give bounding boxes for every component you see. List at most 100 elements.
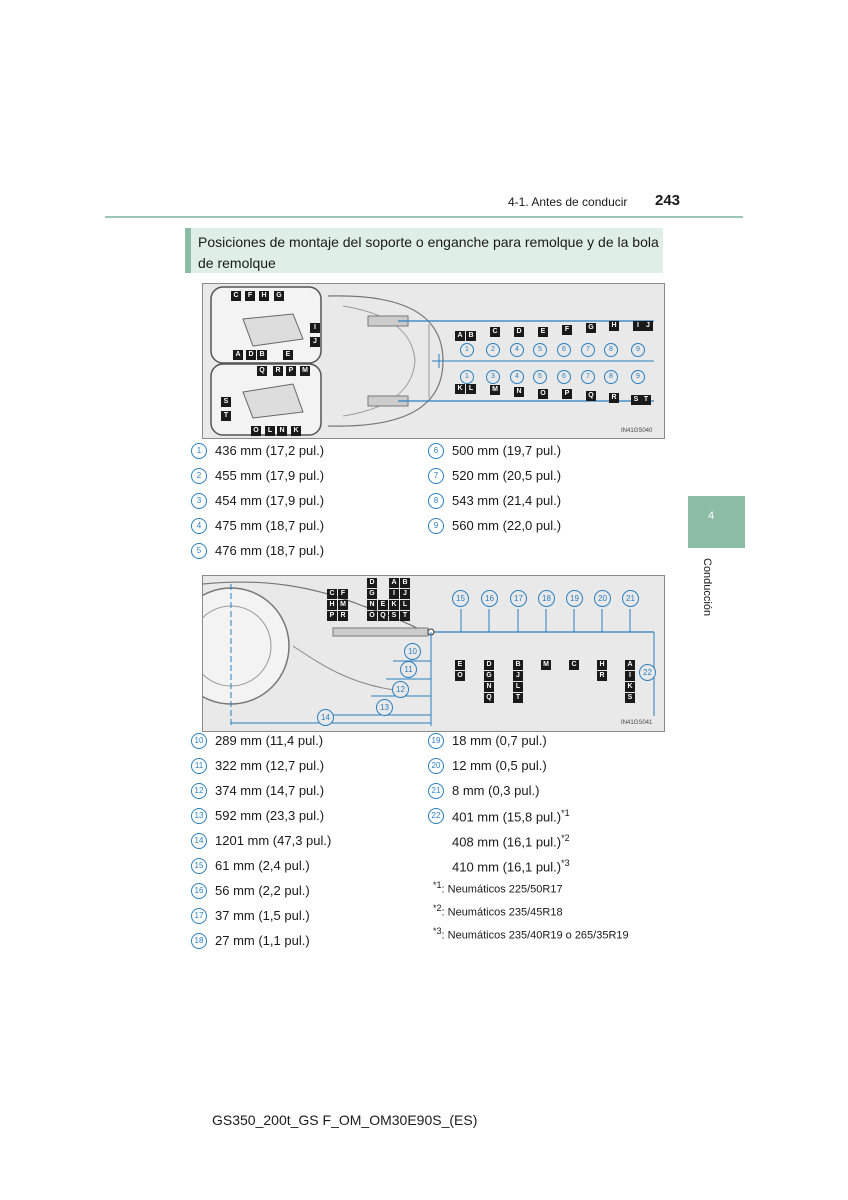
item-number-icon: 9 [428,518,444,534]
dimension-number: 5 [533,343,547,357]
letter-label: O [251,426,261,436]
item-number-icon: 8 [428,493,444,509]
letter-label: N [277,426,287,436]
letter-label: I [310,323,320,333]
letter-label: B [513,660,523,670]
dimension-number: 6 [557,370,571,384]
dimension-number: 3 [486,370,500,384]
item-number-icon: 7 [428,468,444,484]
letter-label: D [484,660,494,670]
dimension-number: 2 [486,343,500,357]
letter-label: R [597,671,607,681]
letter-label: C [569,660,579,670]
item-number-icon: 6 [428,443,444,459]
letter-label: P [327,611,337,621]
dimension-number: 8 [604,343,618,357]
letter-label: C [490,327,500,337]
letter-label: H [597,660,607,670]
letter-label: E [283,350,293,360]
item-number-icon: 13 [191,808,207,824]
footnote: *3: Neumáticos 235/40R19 o 265/35R19 [433,926,629,942]
letter-label: G [274,291,284,301]
chapter-label: Conducción [701,558,713,617]
letter-label: Q [484,693,494,703]
letter-label: G [367,589,377,599]
letter-label: H [259,291,269,301]
letter-label: L [466,384,476,394]
dimension-number: 21 [622,590,639,607]
letter-label: K [389,600,399,610]
letter-label: Q [257,366,267,376]
letter-label: K [291,426,301,436]
item-number-icon: 11 [191,758,207,774]
item-number-icon: 21 [428,783,444,799]
letter-label: P [562,389,572,399]
letter-label: K [625,682,635,692]
letter-label: G [484,671,494,681]
figure-code: IN41GS040 [621,428,653,434]
item-text: 408 mm (16,1 pul.)*2 [452,833,570,850]
item-text: 27 mm (1,1 pul.) [215,933,310,948]
item-number-icon: 4 [191,518,207,534]
footnote-text: : Neumáticos 225/50R17 [441,883,563,896]
letter-label: I [389,589,399,599]
item-number-icon: 5 [191,543,207,559]
dimension-number: 4 [510,343,524,357]
dimension-number: 15 [452,590,469,607]
letter-label: J [400,589,410,599]
letter-label: C [231,291,241,301]
chapter-number: 4 [708,510,715,522]
dimension-number: 19 [566,590,583,607]
letter-label: A [389,578,399,588]
letter-label: M [338,600,348,610]
page-number: 243 [655,192,681,209]
subsection-title: Posiciones de montaje del soporte o enga… [185,228,663,273]
letter-label: T [641,395,651,405]
dimension-number: 13 [376,699,393,716]
letter-label: R [273,366,283,376]
letter-label: D [367,578,377,588]
dimension-number: 6 [557,343,571,357]
footnote: *2: Neumáticos 235/45R18 [433,903,563,919]
item-text: 455 mm (17,9 pul.) [215,468,325,483]
item-text: 1201 mm (47,3 pul.) [215,833,332,848]
letter-label: O [455,671,465,681]
figure-code: IN41GS041 [621,720,653,726]
letter-label: E [455,660,465,670]
chapter-tab[interactable]: 4 [688,496,745,548]
footnote: *1: Neumáticos 225/50R17 [433,880,563,896]
dimension-number: 7 [581,370,595,384]
letter-label: M [490,385,500,395]
letter-label: F [562,325,572,335]
item-text: 18 mm (0,7 pul.) [452,733,547,748]
letter-label: F [245,291,255,301]
item-text: 454 mm (17,9 pul.) [215,493,325,508]
item-text: 12 mm (0,5 pul.) [452,758,547,773]
item-text: 374 mm (14,7 pul.) [215,783,325,798]
dimension-number: 18 [538,590,555,607]
letter-label: S [631,395,641,405]
item-text: 592 mm (23,3 pul.) [215,808,325,823]
dimension-number: 16 [481,590,498,607]
item-number-icon: 19 [428,733,444,749]
letter-label: T [400,611,410,621]
dimension-number: 14 [317,709,334,726]
letter-label: A [233,350,243,360]
document-code: GS350_200t_GS F_OM_OM30E90S_(ES) [212,1112,478,1128]
item-text: 520 mm (20,5 pul.) [452,468,562,483]
header-rule [105,216,743,218]
letter-label: B [257,350,267,360]
letter-label: J [310,337,320,347]
letter-label: N [367,600,377,610]
dimension-number: 4 [510,370,524,384]
top-view-drawing [210,286,654,436]
item-text: 543 mm (21,4 pul.) [452,493,562,508]
item-text: 322 mm (12,7 pul.) [215,758,325,773]
item-text: 500 mm (19,7 pul.) [452,443,562,458]
dimension-number: 1 [460,343,474,357]
item-number-icon: 10 [191,733,207,749]
item-text: 401 mm (15,8 pul.)*1 [452,808,570,825]
item-text: 560 mm (22,0 pul.) [452,518,562,533]
item-number-icon: 16 [191,883,207,899]
letter-label: R [609,393,619,403]
